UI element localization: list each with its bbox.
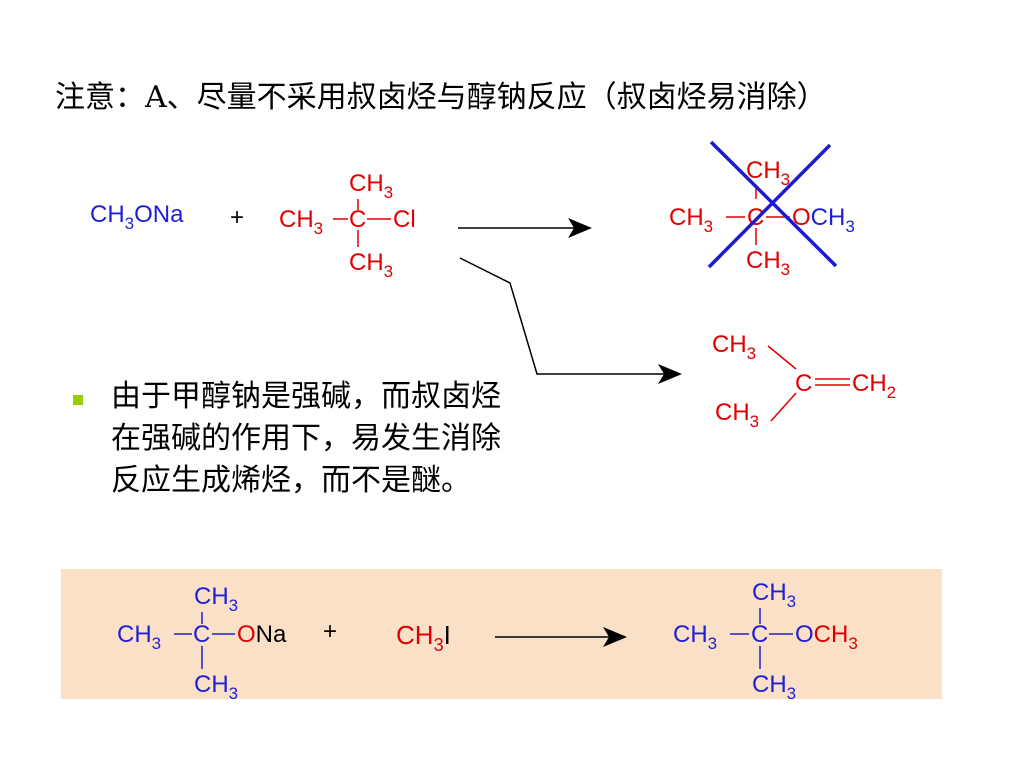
tert-butyl-methyl-ether-product: CH3 CH3 C OCH3 CH3 [673, 579, 858, 703]
bullet-line-2: 在强碱的作用下，易发生消除 [111, 421, 501, 456]
svg-text:CH3: CH3 [279, 206, 323, 238]
bullet-square-icon [73, 395, 83, 405]
svg-text:CH3: CH3 [194, 583, 238, 615]
sodium-methoxide: CH3ONa [90, 201, 184, 233]
svg-text:ONa: ONa [237, 621, 287, 648]
bullet-line-3: 反应生成烯烃，而不是醚。 [111, 463, 471, 498]
svg-text:CH3I: CH3I [396, 620, 451, 655]
svg-text:CH3: CH3 [669, 204, 713, 236]
tert-butyl-chloride: CH3 CH3 C Cl CH3 [279, 170, 416, 281]
bullet-text: 由于甲醇钠是强碱，而叔卤烃 在强碱的作用下，易发生消除 反应生成烯烃，而不是醚。 [111, 376, 571, 502]
methyl-iodide: CH3I [396, 620, 451, 655]
svg-text:C: C [349, 206, 366, 233]
svg-text:Cl: Cl [393, 206, 416, 233]
plus-sign: + [230, 204, 244, 231]
svg-text:CH3: CH3 [712, 331, 756, 363]
svg-text:CH2: CH2 [852, 370, 896, 402]
svg-text:CH3: CH3 [673, 621, 717, 653]
slide-title: 注意：A、尽量不采用叔卤烃与醇钠反应（叔卤烃易消除） [55, 80, 827, 115]
svg-text:C: C [751, 621, 768, 648]
svg-text:CH3: CH3 [194, 671, 238, 703]
svg-text:CH3: CH3 [746, 157, 790, 189]
svg-text:CH3: CH3 [752, 579, 796, 611]
svg-text:CH3: CH3 [746, 247, 790, 279]
svg-text:C: C [795, 370, 812, 397]
svg-text:CH3: CH3 [349, 170, 393, 202]
svg-text:CH3: CH3 [715, 399, 759, 431]
svg-text:CH3: CH3 [752, 671, 796, 703]
preferred-route-box [61, 569, 942, 699]
svg-text:OCH3: OCH3 [792, 204, 855, 236]
elimination-arrow [459, 257, 682, 384]
tert-butyl-methyl-ether-crossed: CH3 CH3 C OCH3 CH3 [669, 157, 855, 279]
svg-text:CH3: CH3 [117, 621, 161, 653]
svg-text:CH3: CH3 [349, 249, 393, 281]
sodium-tert-butoxide: CH3 CH3 C ONa CH3 [117, 583, 287, 703]
cross-out-icon [707, 140, 838, 269]
isobutylene-product: CH3 C CH2 CH3 [712, 331, 896, 431]
plus-sign-2: + [323, 618, 337, 645]
svg-text:C: C [193, 621, 210, 648]
bullet-line-1: 由于甲醇钠是强碱，而叔卤烃 [111, 379, 501, 414]
svg-text:CH3ONa: CH3ONa [90, 201, 184, 233]
svg-text:OCH3: OCH3 [795, 621, 858, 653]
